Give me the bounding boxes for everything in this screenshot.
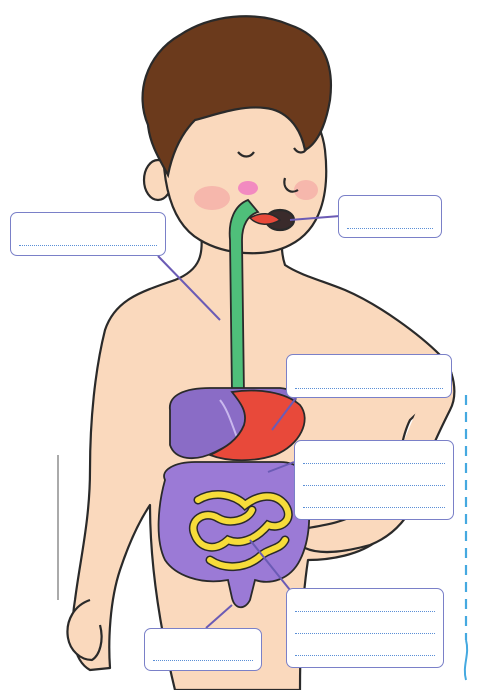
label-box-stomach[interactable] (286, 354, 452, 398)
answer-line (303, 485, 445, 486)
cheek-blush (194, 186, 230, 210)
cut-line-curl (465, 640, 467, 680)
label-box-small-intestine[interactable] (286, 588, 444, 668)
label-box-liver[interactable] (294, 440, 454, 520)
answer-line (347, 228, 433, 229)
label-box-esophagus[interactable] (10, 212, 166, 256)
label-box-large-intestine[interactable] (144, 628, 262, 671)
answer-line (19, 245, 157, 246)
answer-line (295, 611, 435, 612)
answer-line (295, 388, 443, 389)
answer-line (303, 463, 445, 464)
answer-line (303, 507, 445, 508)
answer-line (153, 660, 253, 661)
nasal-cavity (238, 181, 258, 195)
label-box-mouth[interactable] (338, 195, 442, 238)
answer-line (295, 655, 435, 656)
answer-line (295, 633, 435, 634)
